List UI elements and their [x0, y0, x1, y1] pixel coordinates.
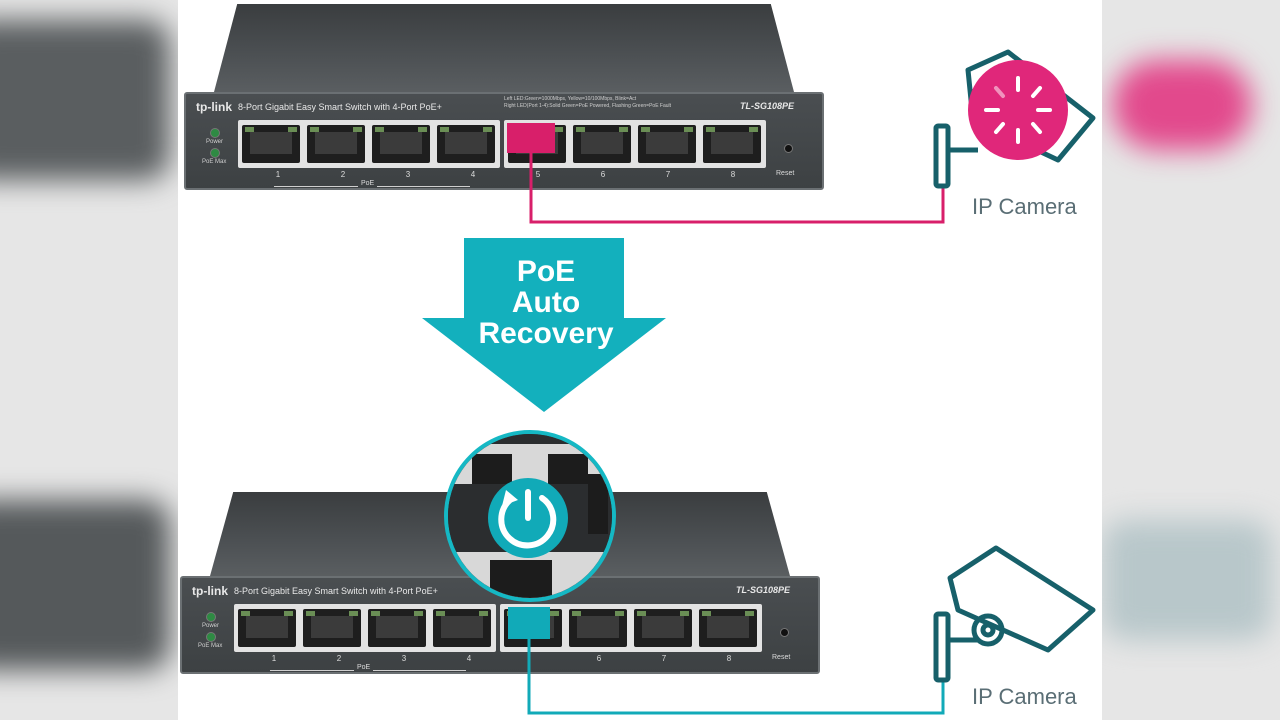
port-number-2: 2	[336, 654, 342, 663]
poe-max-led	[210, 148, 220, 158]
faulted-port-highlight	[507, 123, 555, 153]
port-number-3: 3	[401, 654, 407, 663]
ip-camera-bottom-icon	[933, 545, 1096, 683]
zoom-content	[448, 434, 612, 598]
switch-description: 8-Port Gigabit Easy Smart Switch with 4-…	[238, 102, 442, 112]
arrow-line-1: PoE	[516, 255, 576, 288]
ip-camera-top-label: IP Camera	[972, 194, 1077, 219]
led-legend: Left LED:Green=1000Mbps, Yellow=10/100Mb…	[504, 96, 672, 109]
recovered-port-highlight	[508, 607, 550, 639]
power-led	[210, 128, 220, 138]
overlay-graphics	[422, 49, 1096, 715]
ethernet-port-7	[634, 609, 692, 647]
port-number-6: 6	[596, 654, 602, 663]
arrow-line-3: Recovery	[478, 317, 614, 350]
ethernet-port-6	[573, 125, 631, 163]
data-port-group	[500, 604, 762, 652]
brand-logo: tp-link	[196, 100, 232, 114]
ethernet-port-8	[699, 609, 757, 647]
ethernet-port-4	[437, 125, 495, 163]
ethernet-port-7	[638, 125, 696, 163]
arrow-caption: PoE Auto Recovery	[426, 256, 666, 349]
ip-camera-bottom-label: IP Camera	[972, 684, 1077, 709]
product-illustration: tp-link 8-Port Gigabit Easy Smart Switch…	[178, 0, 1102, 720]
port-number-4: 4	[466, 654, 472, 663]
port-number-2: 2	[340, 170, 346, 179]
port-number-6: 6	[600, 170, 606, 179]
poe-max-led	[206, 632, 216, 642]
power-led	[206, 612, 216, 622]
ethernet-port-1	[242, 125, 300, 163]
recovered-cable	[527, 639, 945, 715]
reset-button	[780, 628, 789, 637]
port-number-3: 3	[405, 170, 411, 179]
port-number-5: 5	[535, 170, 541, 179]
port-number-7: 7	[665, 170, 671, 179]
arrow-line-2: Auto	[511, 286, 581, 319]
port-number-4: 4	[470, 170, 476, 179]
ethernet-port-2	[303, 609, 361, 647]
ethernet-port-6	[569, 609, 627, 647]
power-led-label: Power	[202, 623, 220, 629]
poe-group-label: PoE	[354, 664, 374, 671]
port-number-7: 7	[661, 654, 667, 663]
reset-label: Reset	[776, 170, 795, 177]
fault-badge	[968, 60, 1068, 160]
ethernet-port-2	[307, 125, 365, 163]
poe-max-led-label: PoE Max	[202, 159, 227, 165]
loading-spinner-icon	[984, 76, 1052, 144]
poe-max-led-label: PoE Max	[198, 643, 223, 649]
reset-button	[784, 144, 793, 153]
port-number-1: 1	[275, 170, 281, 179]
ethernet-port-3	[368, 609, 426, 647]
poe-port-group	[234, 604, 496, 652]
poe-group-label: PoE	[358, 180, 378, 187]
switch-front-panel-bottom: tp-link 8-Port Gigabit Easy Smart Switch…	[180, 576, 820, 674]
switch-description: 8-Port Gigabit Easy Smart Switch with 4-…	[234, 586, 438, 596]
port-number-8: 8	[730, 170, 736, 179]
ethernet-port-1	[238, 609, 296, 647]
blurred-background-left	[0, 0, 178, 720]
power-led-label: Power	[206, 139, 224, 145]
reset-label: Reset	[772, 654, 791, 661]
port-zoom-magnifier	[444, 430, 616, 602]
blurred-background-right	[1102, 0, 1280, 720]
ethernet-port-4	[433, 609, 491, 647]
recovery-arrow	[422, 238, 666, 412]
brand-logo: tp-link	[192, 584, 228, 598]
ethernet-port-3	[372, 125, 430, 163]
poe-port-group	[238, 120, 500, 168]
faulted-cable	[529, 153, 945, 224]
ethernet-port-8	[703, 125, 761, 163]
model-number: TL-SG108PE	[735, 585, 790, 595]
model-number: TL-SG108PE	[739, 101, 794, 111]
port-number-8: 8	[726, 654, 732, 663]
switch-top-face	[214, 4, 794, 92]
port-number-1: 1	[271, 654, 277, 663]
power-restart-icon	[498, 489, 557, 549]
